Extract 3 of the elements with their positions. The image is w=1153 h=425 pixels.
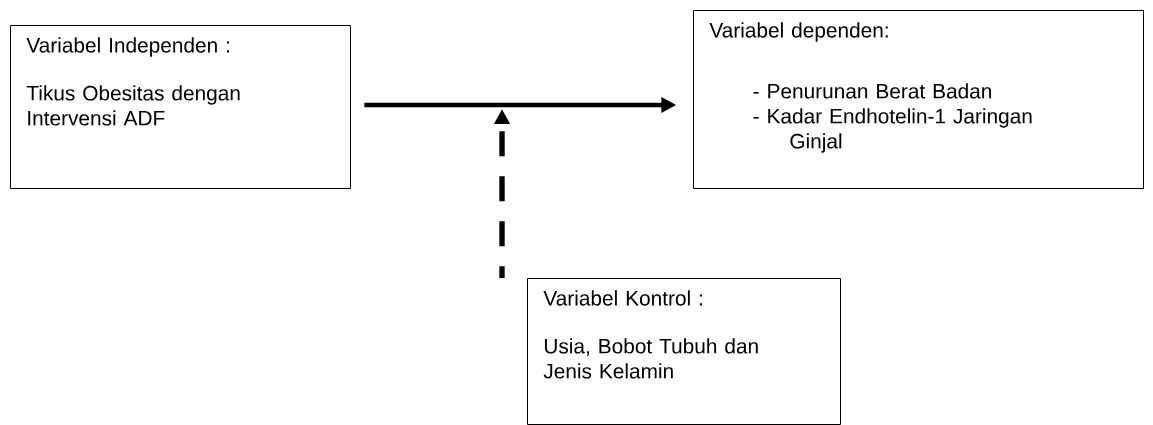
text-box: Variabel dependen: - Penurunan Berat Badan - Kadar Endhotelin-1 Jaringan Ginjal xyxy=(693,10,1144,189)
text-box: Variabel Independen : Tikus Obesitas dengan Intervensi ADF xyxy=(10,25,351,189)
text-box: Variabel Kontrol : Usia, Bobot Tubuh dan Jenis Kelamin xyxy=(527,278,841,425)
